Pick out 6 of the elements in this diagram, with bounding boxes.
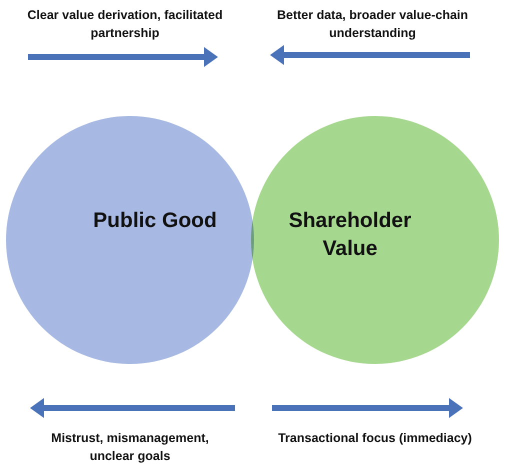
arrow-caption: Mistrust, mismanagement, unclear goals — [50, 430, 210, 465]
arrow-caption: Clear value derivation, facilitated partnership — [26, 7, 224, 42]
arrow-caption: Better data, broader value-chain understanding — [276, 7, 470, 42]
circle-label: Public Good — [92, 208, 218, 234]
arrow-caption: Transactional focus (immediacy) — [277, 430, 473, 447]
circle-label: Shareholder Value — [288, 208, 412, 262]
